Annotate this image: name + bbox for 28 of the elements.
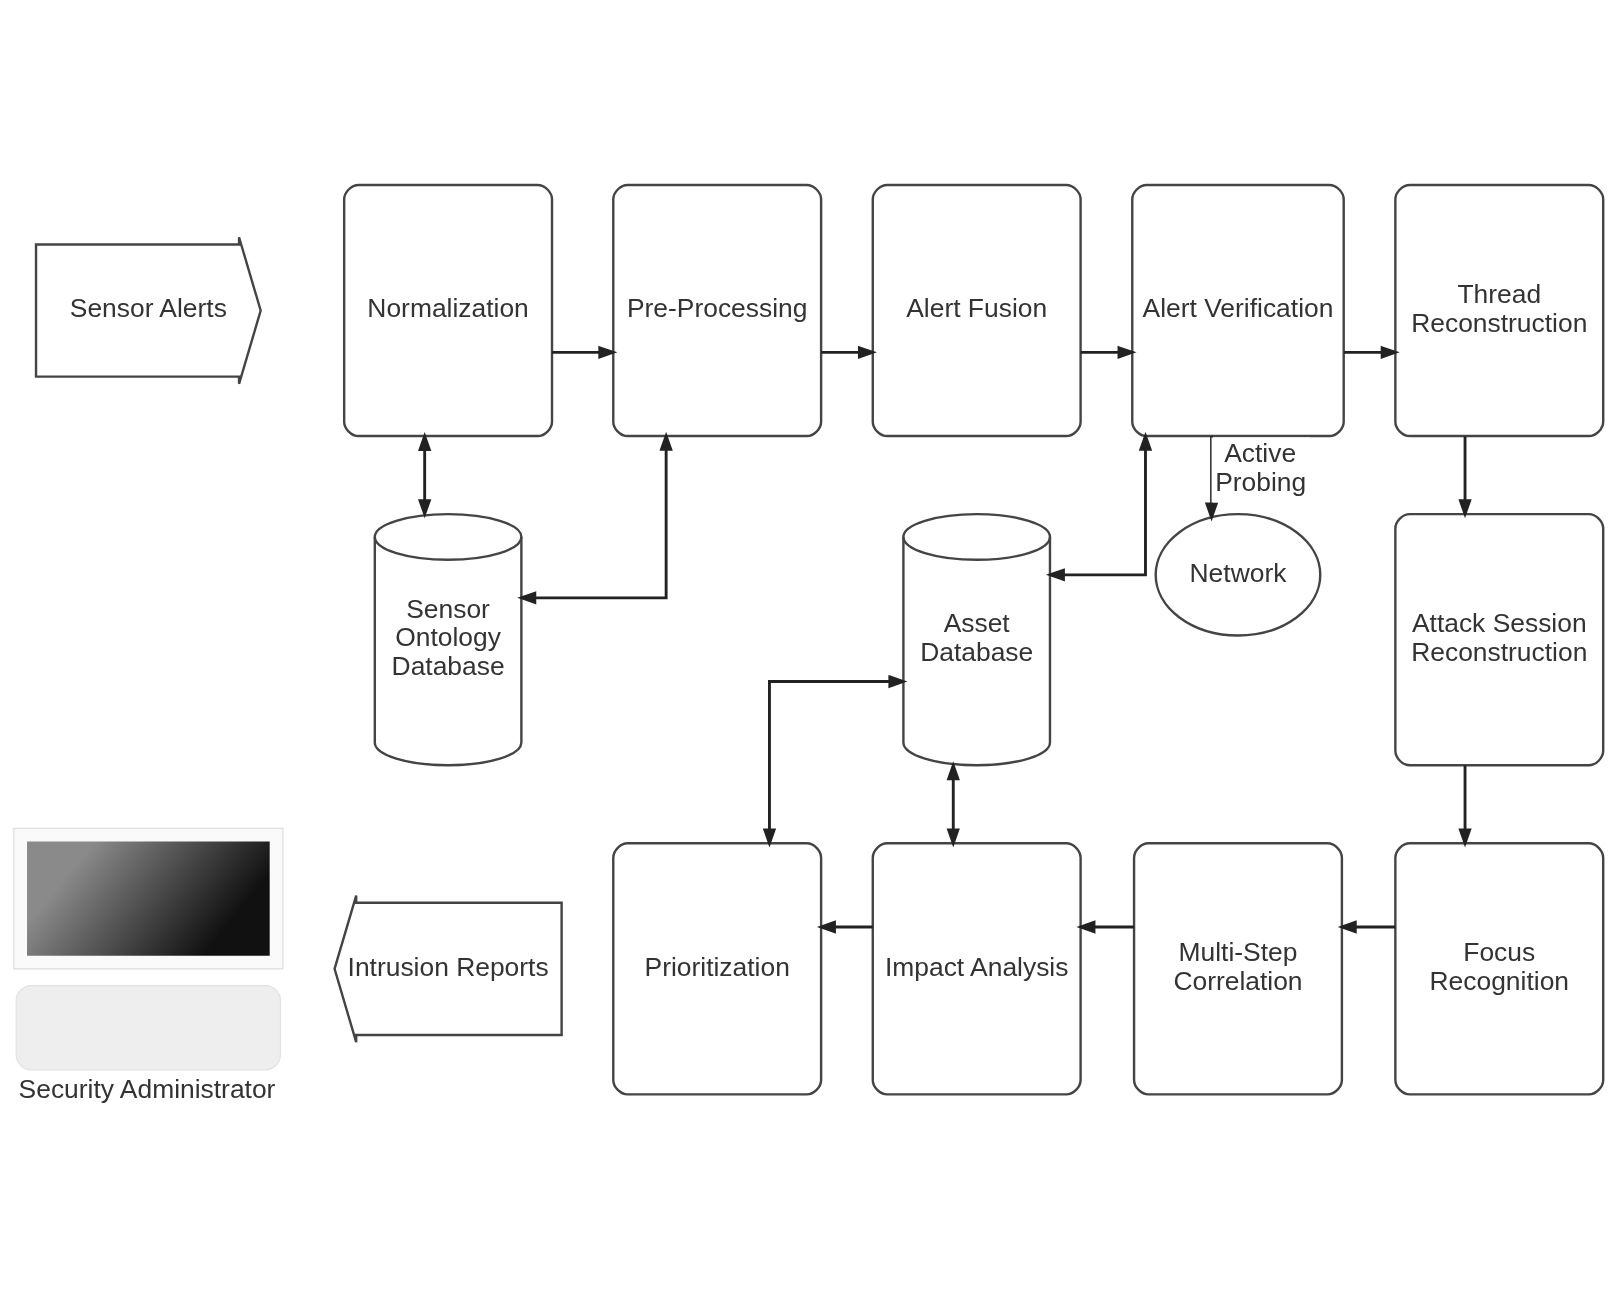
arrow — [417, 432, 431, 519]
arrow — [820, 345, 877, 360]
arrow — [1204, 436, 1218, 522]
node-box: Impact Analysis — [871, 842, 1082, 1096]
arrow — [1045, 431, 1152, 582]
node-box: Normalization — [342, 183, 553, 438]
edge-label: Active Probing — [1214, 438, 1306, 498]
arrow — [1457, 436, 1472, 519]
arrow — [516, 431, 673, 605]
node-box: Pre-Processing — [611, 183, 822, 438]
node-box: Attack Session Reconstruction — [1393, 512, 1604, 767]
arrow — [1080, 345, 1137, 360]
arrow — [1337, 920, 1395, 934]
arrow — [762, 674, 907, 848]
arrow — [551, 345, 617, 360]
node-box: Alert Fusion — [871, 183, 1082, 438]
node-box: Prioritization — [611, 842, 822, 1096]
arrow — [1075, 920, 1134, 934]
node-box: Focus Recognition — [1393, 842, 1604, 1096]
node-box: Thread Reconstruction — [1393, 183, 1604, 438]
arrow — [1343, 345, 1400, 360]
node-box: Alert Verification — [1130, 183, 1345, 438]
node-box: Multi-Step Correlation — [1132, 842, 1343, 1096]
arrow — [1457, 765, 1472, 848]
arrow — [946, 761, 960, 848]
node-label: Security Administrator — [18, 1074, 275, 1105]
arrow — [816, 920, 873, 934]
node-ellipse: Network — [1154, 512, 1321, 637]
